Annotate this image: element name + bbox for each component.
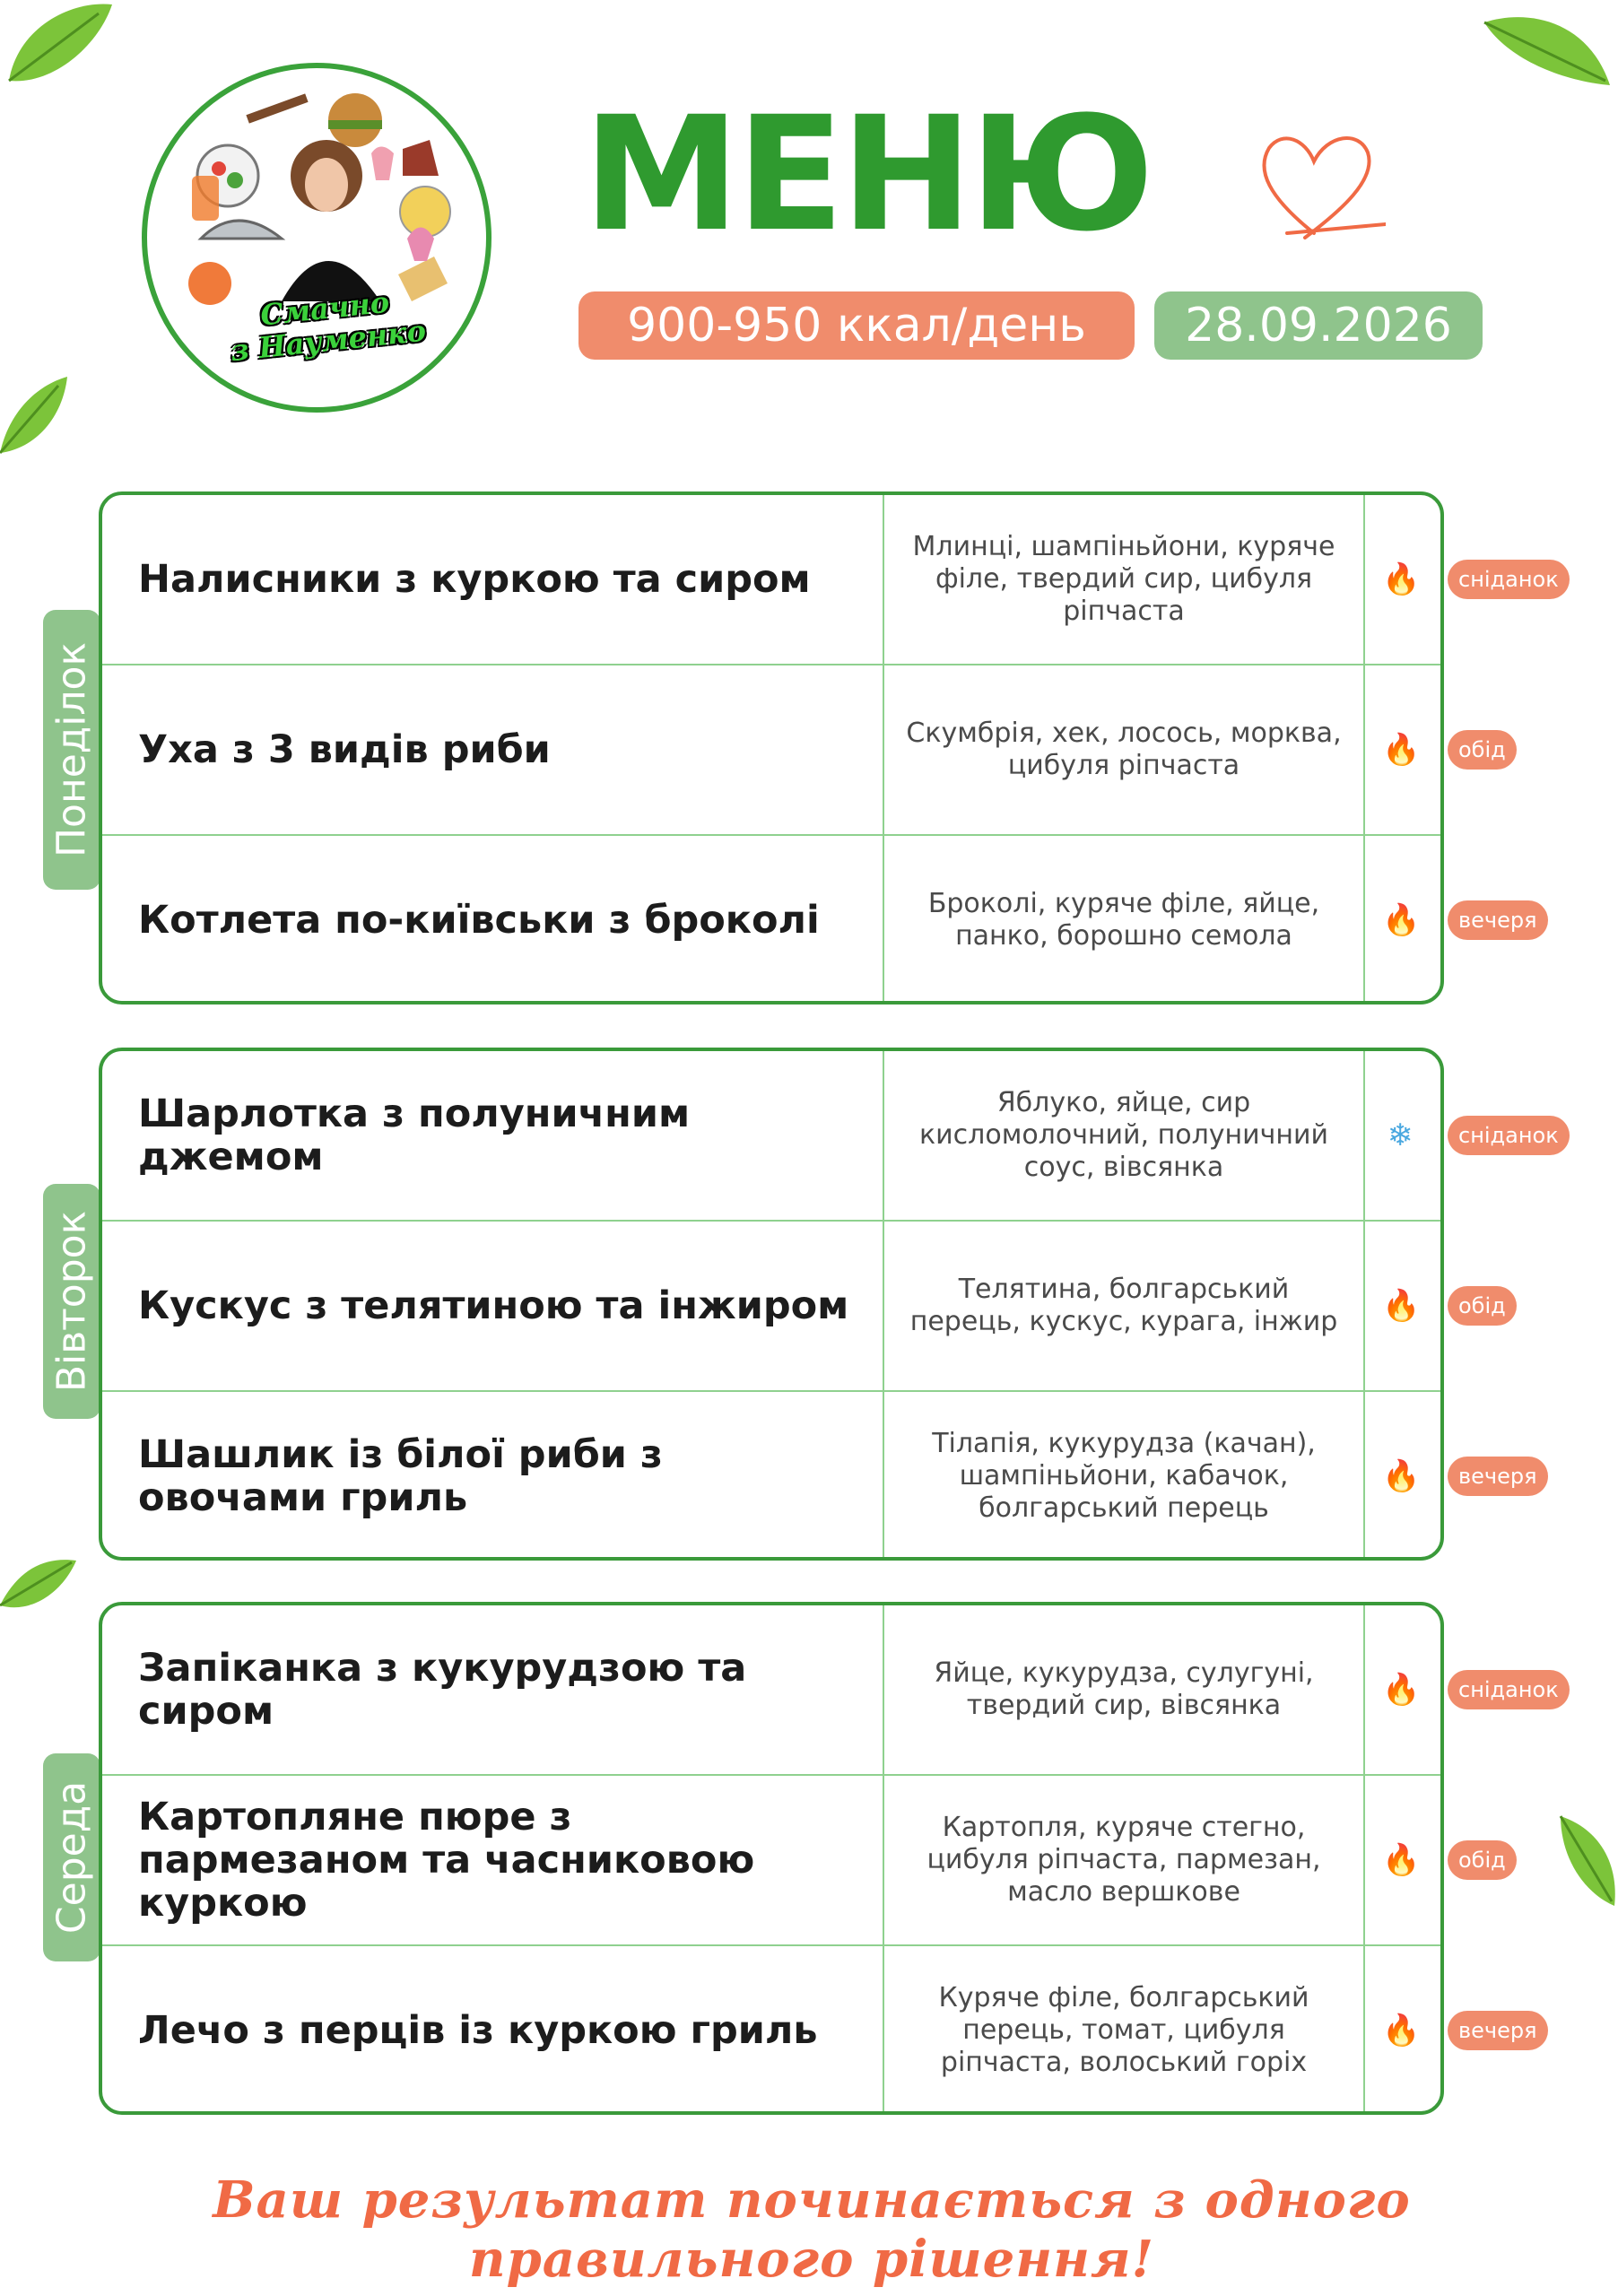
dish-name: Уха з 3 видів риби xyxy=(138,727,551,772)
dish-name: Шарлотка з полуничним джемом xyxy=(138,1091,691,1179)
fire-icon: 🔥 xyxy=(1382,2013,1421,2048)
table-row: Кускус з телятиною та інжиром Телятина, … xyxy=(102,1222,1517,1390)
page-title: МЕНЮ xyxy=(583,83,1154,266)
fire-icon: 🔥 xyxy=(1382,1672,1421,1708)
dish-name: Лечо з перців із куркою гриль xyxy=(138,2008,818,2053)
day-label: Понеділок xyxy=(43,610,100,890)
ingredients: Млинці, шампіньйони, куряче філе, тверди… xyxy=(912,531,1335,627)
meal-badge: обід xyxy=(1448,1840,1517,1880)
leaf-icon xyxy=(0,1560,76,1608)
snowflake-icon: ❄ xyxy=(1387,1118,1414,1153)
heart-icon xyxy=(1262,136,1386,239)
date-badge: 28.09.2026 xyxy=(1154,291,1483,360)
day-label: Середа xyxy=(43,1753,100,1961)
meal-badge: вечеря xyxy=(1448,1457,1548,1496)
day-group: Налисники з куркою та сиром Млинці, шамп… xyxy=(99,491,1570,1004)
leaf-icon xyxy=(0,377,67,454)
meal-badge: вечеря xyxy=(1448,2011,1548,2050)
day-group: Шарлотка з полуничним джемом Яблуко, яйц… xyxy=(99,1048,1570,1561)
fire-icon: 🔥 xyxy=(1382,561,1421,597)
meal-badge: обід xyxy=(1448,730,1517,770)
ingredients: Тілапія, кукурудза (качан), шампіньйони,… xyxy=(932,1428,1316,1524)
table-row: Запіканка з кукурудзою та сиром Яйце, ку… xyxy=(102,1605,1570,1774)
leaf-icon xyxy=(1559,1815,1615,1906)
leaf-icon xyxy=(1483,17,1610,85)
meal-badge: сніданок xyxy=(1448,560,1570,599)
dish-name: Кускус з телятиною та інжиром xyxy=(138,1283,849,1328)
ingredients: Яйце, кукурудза, сулугуні, твердий сир, … xyxy=(934,1657,1314,1721)
ingredients: Скумбрія, хек, лосось, морква, цибуля рі… xyxy=(906,718,1342,781)
dish-name: Котлета по-київськи з броколі xyxy=(138,898,820,943)
dish-name: Шашлик із білої риби з овочами гриль xyxy=(138,1432,663,1520)
table-row: Налисники з куркою та сиром Млинці, шамп… xyxy=(102,495,1570,664)
ingredients: Яблуко, яйце, сир кисломолочний, полунич… xyxy=(919,1087,1328,1183)
day-label: Вівторок xyxy=(43,1184,100,1419)
table-row: Котлета по-київськи з броколі Броколі, к… xyxy=(102,836,1548,1004)
table-row: Шашлик із білої риби з овочами гриль Тіл… xyxy=(102,1392,1548,1561)
dish-name: Запіканка з кукурудзою та сиром xyxy=(138,1646,747,1734)
dish-name: Картопляне пюре з пармезаном та часников… xyxy=(138,1795,755,1926)
meal-badge: сніданок xyxy=(1448,1670,1570,1709)
fire-icon: 🔥 xyxy=(1382,732,1421,768)
day-group: Запіканка з кукурудзою та сиром Яйце, ку… xyxy=(99,1602,1570,2115)
ingredients: Телятина, болгарський перець, кускус, ку… xyxy=(909,1274,1338,1337)
fire-icon: 🔥 xyxy=(1382,1458,1421,1494)
table-row: Уха з 3 видів риби Скумбрія, хек, лосось… xyxy=(102,665,1517,834)
calories-badge: 900-950 ккал/день xyxy=(578,291,1135,360)
meal-badge: сніданок xyxy=(1448,1116,1570,1155)
table-row: Шарлотка з полуничним джемом Яблуко, яйц… xyxy=(102,1051,1570,1220)
footer-slogan: Ваш результат починається з одного прави… xyxy=(213,2170,1411,2289)
table-row: Лечо з перців із куркою гриль Куряче філ… xyxy=(102,1946,1548,2115)
ingredients: Броколі, куряче філе, яйце, панко, борош… xyxy=(927,888,1320,952)
logo-illustration xyxy=(188,93,451,305)
meal-badge: обід xyxy=(1448,1286,1517,1326)
leaf-icon xyxy=(8,4,112,83)
fire-icon: 🔥 xyxy=(1382,1288,1421,1324)
brand-logo: Смачно з Науменко xyxy=(142,63,491,413)
fire-icon: 🔥 xyxy=(1382,902,1421,938)
dish-name: Налисники з куркою та сиром xyxy=(138,557,811,602)
fire-icon: 🔥 xyxy=(1382,1842,1421,1878)
meal-badge: вечеря xyxy=(1448,900,1548,940)
ingredients: Куряче філе, болгарський перець, томат, … xyxy=(938,1982,1309,2078)
table-row: Картопляне пюре з пармезаном та часников… xyxy=(102,1776,1517,1944)
ingredients: Картопля, куряче стегно, цибуля ріпчаста… xyxy=(926,1812,1321,1908)
